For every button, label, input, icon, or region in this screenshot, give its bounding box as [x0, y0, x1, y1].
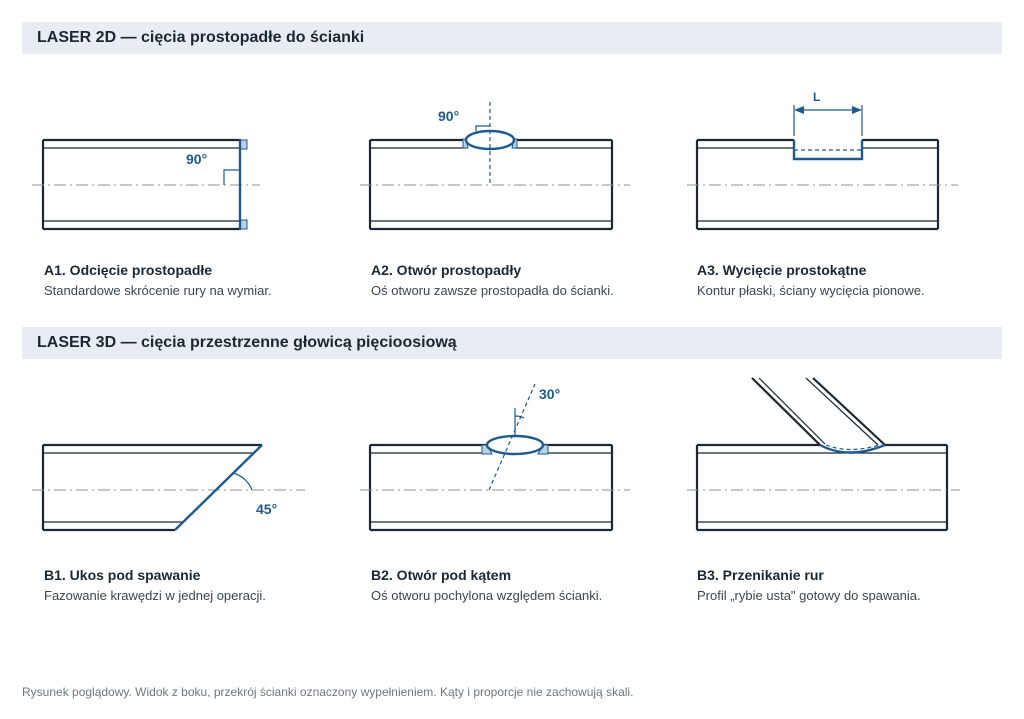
branch-pipe-outer-left — [751, 377, 821, 446]
right-angle-marker — [223, 169, 240, 185]
caption-title-b3: B3. Przenikanie rur — [697, 567, 824, 583]
angle-label-90: 90° — [438, 108, 459, 124]
figure-a3-rectangular-notch: L — [687, 90, 958, 231]
bevel-cut-line — [174, 444, 263, 531]
hole-axis — [488, 383, 536, 491]
angle-label-30: 30° — [539, 386, 560, 402]
angle-arc — [232, 472, 253, 491]
dimension-arrow-left — [794, 106, 804, 114]
branch-pipe-outer-right — [812, 377, 886, 446]
caption-title-b2: B2. Otwór pod kątem — [371, 567, 512, 583]
dimension-arrow-right — [852, 106, 862, 114]
angle-arc — [514, 415, 525, 419]
angle-label-45: 45° — [256, 501, 277, 517]
fish-mouth-contour — [819, 443, 886, 454]
fish-mouth-inner — [825, 444, 880, 451]
right-angle-marker — [475, 125, 490, 131]
caption-desc-a2: Oś otworu zawsze prostopadła do ścianki. — [371, 283, 614, 298]
caption-desc-a3: Kontur płaski, ściany wycięcia pionowe. — [697, 283, 925, 298]
angle-label-90: 90° — [186, 151, 207, 167]
caption-title-a2: A2. Otwór prostopadły — [371, 262, 522, 278]
section-header-laser-3d: LASER 3D — cięcia przestrzenne głowicą p… — [22, 327, 1002, 359]
figure-b3-pipe-intersection — [687, 377, 960, 532]
figure-b2-angled-hole: 30° — [360, 383, 630, 532]
caption-title-a1: A1. Odcięcie prostopadłe — [44, 262, 213, 278]
figure-a1-perpendicular-cut: 90° — [32, 138, 260, 231]
figure-b1-weld-bevel: 45° — [32, 443, 305, 532]
caption-title-b1: B1. Ukos pod spawanie — [44, 567, 201, 583]
caption-desc-a1: Standardowe skrócenie rury na wymiar. — [44, 283, 272, 298]
dimension-label: L — [813, 90, 820, 104]
figure-a2-perpendicular-hole: 90° — [360, 102, 630, 231]
section-header-laser-2d: LASER 2D — cięcia prostopadłe do ścianki — [22, 22, 1002, 54]
caption-title-a3: A3. Wycięcie prostokątne — [697, 262, 867, 278]
caption-desc-b1: Fazowanie krawędzi w jednej operacji. — [44, 588, 266, 603]
caption-desc-b3: Profil „rybie usta" gotowy do spawania. — [697, 588, 921, 603]
footnote: Rysunek poglądowy. Widok z boku, przekró… — [22, 685, 634, 699]
caption-desc-b2: Oś otworu pochylona względem ścianki. — [371, 588, 603, 603]
